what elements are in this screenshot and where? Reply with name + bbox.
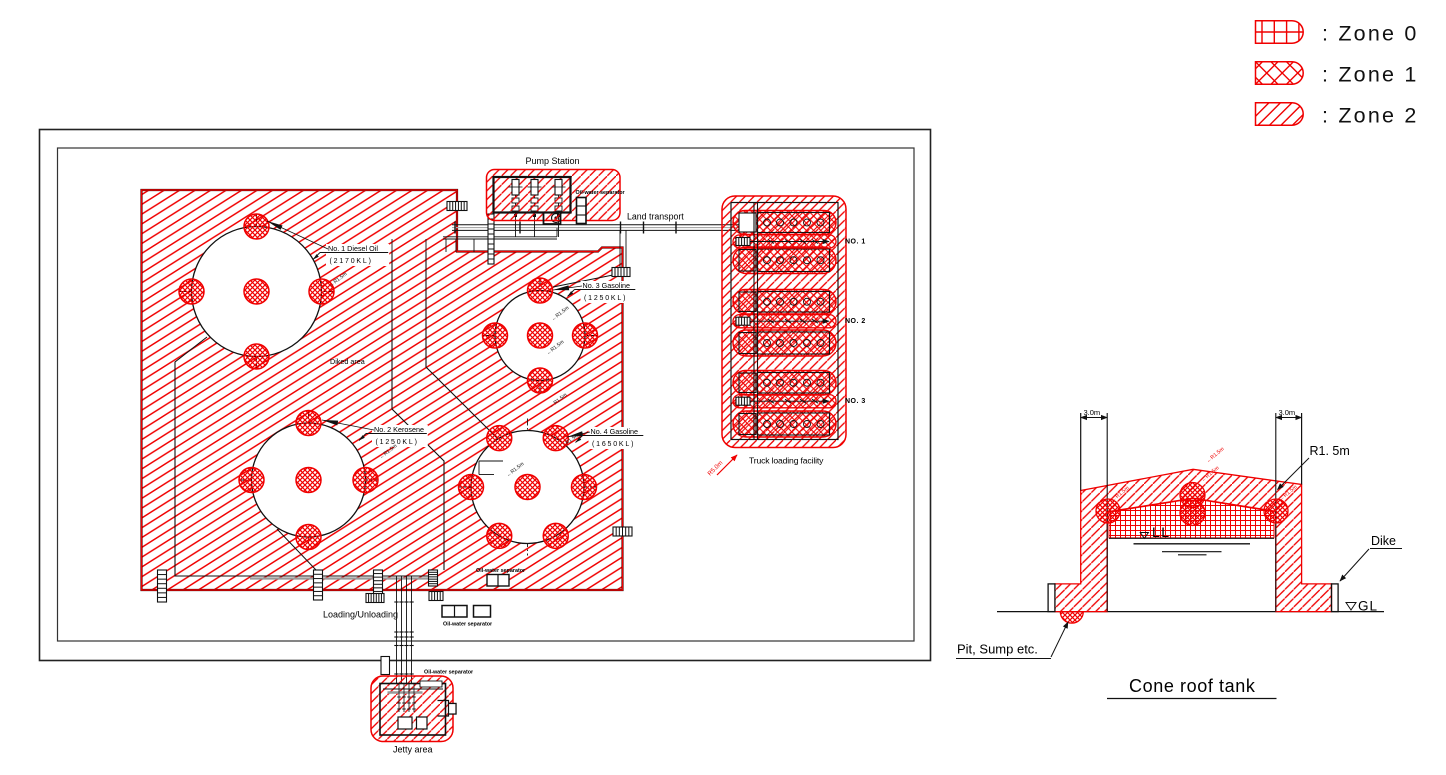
svg-text:Land transport: Land transport [627, 212, 684, 222]
svg-text:Dike: Dike [1371, 534, 1396, 548]
svg-text:R1. 5m: R1. 5m [1310, 444, 1350, 458]
svg-text:Oil-water separator: Oil-water separator [576, 190, 626, 196]
svg-text:(1650KL): (1650KL) [592, 441, 635, 448]
svg-text:NO. 3: NO. 3 [845, 398, 866, 405]
svg-text:Diked area: Diked area [330, 357, 365, 366]
svg-text:(1250KL): (1250KL) [376, 439, 419, 446]
svg-text:Cone roof tank: Cone roof tank [1129, 676, 1256, 696]
svg-text:Oil-water separator: Oil-water separator [443, 622, 493, 628]
svg-text:Oil-water separator: Oil-water separator [476, 568, 526, 574]
svg-text:: Zone 0: : Zone 0 [1322, 21, 1418, 45]
svg-text:GL: GL [1358, 599, 1378, 614]
svg-text:No. 4 Gasoline: No. 4 Gasoline [591, 427, 639, 436]
svg-text:No. 1 Diesel Oil: No. 1 Diesel Oil [328, 244, 378, 253]
svg-text:LL: LL [1152, 524, 1171, 540]
svg-text:3.0m: 3.0m [1279, 408, 1296, 417]
svg-text:Oil-water separator: Oil-water separator [424, 670, 474, 676]
svg-text:NO. 2: NO. 2 [845, 318, 866, 325]
svg-text:Jetty area: Jetty area [393, 745, 433, 755]
svg-text:Truck loading facility: Truck loading facility [749, 456, 824, 466]
svg-text:3.0m: 3.0m [1084, 408, 1101, 417]
svg-text:No. 3 Gasoline: No. 3 Gasoline [583, 281, 631, 290]
svg-text:Pit, Sump etc.: Pit, Sump etc. [957, 642, 1038, 657]
svg-text:No. 2 Kerosene: No. 2 Kerosene [374, 425, 424, 434]
svg-text:: Zone 1: : Zone 1 [1322, 62, 1418, 86]
svg-text:(1250KL): (1250KL) [584, 295, 627, 302]
svg-text:: Zone 2: : Zone 2 [1322, 103, 1418, 127]
svg-text:(2170KL): (2170KL) [330, 258, 373, 265]
svg-text:NO. 1: NO. 1 [845, 238, 866, 245]
svg-text:Pump Station: Pump Station [525, 156, 579, 166]
svg-text:Loading/Unloading: Loading/Unloading [323, 610, 398, 620]
